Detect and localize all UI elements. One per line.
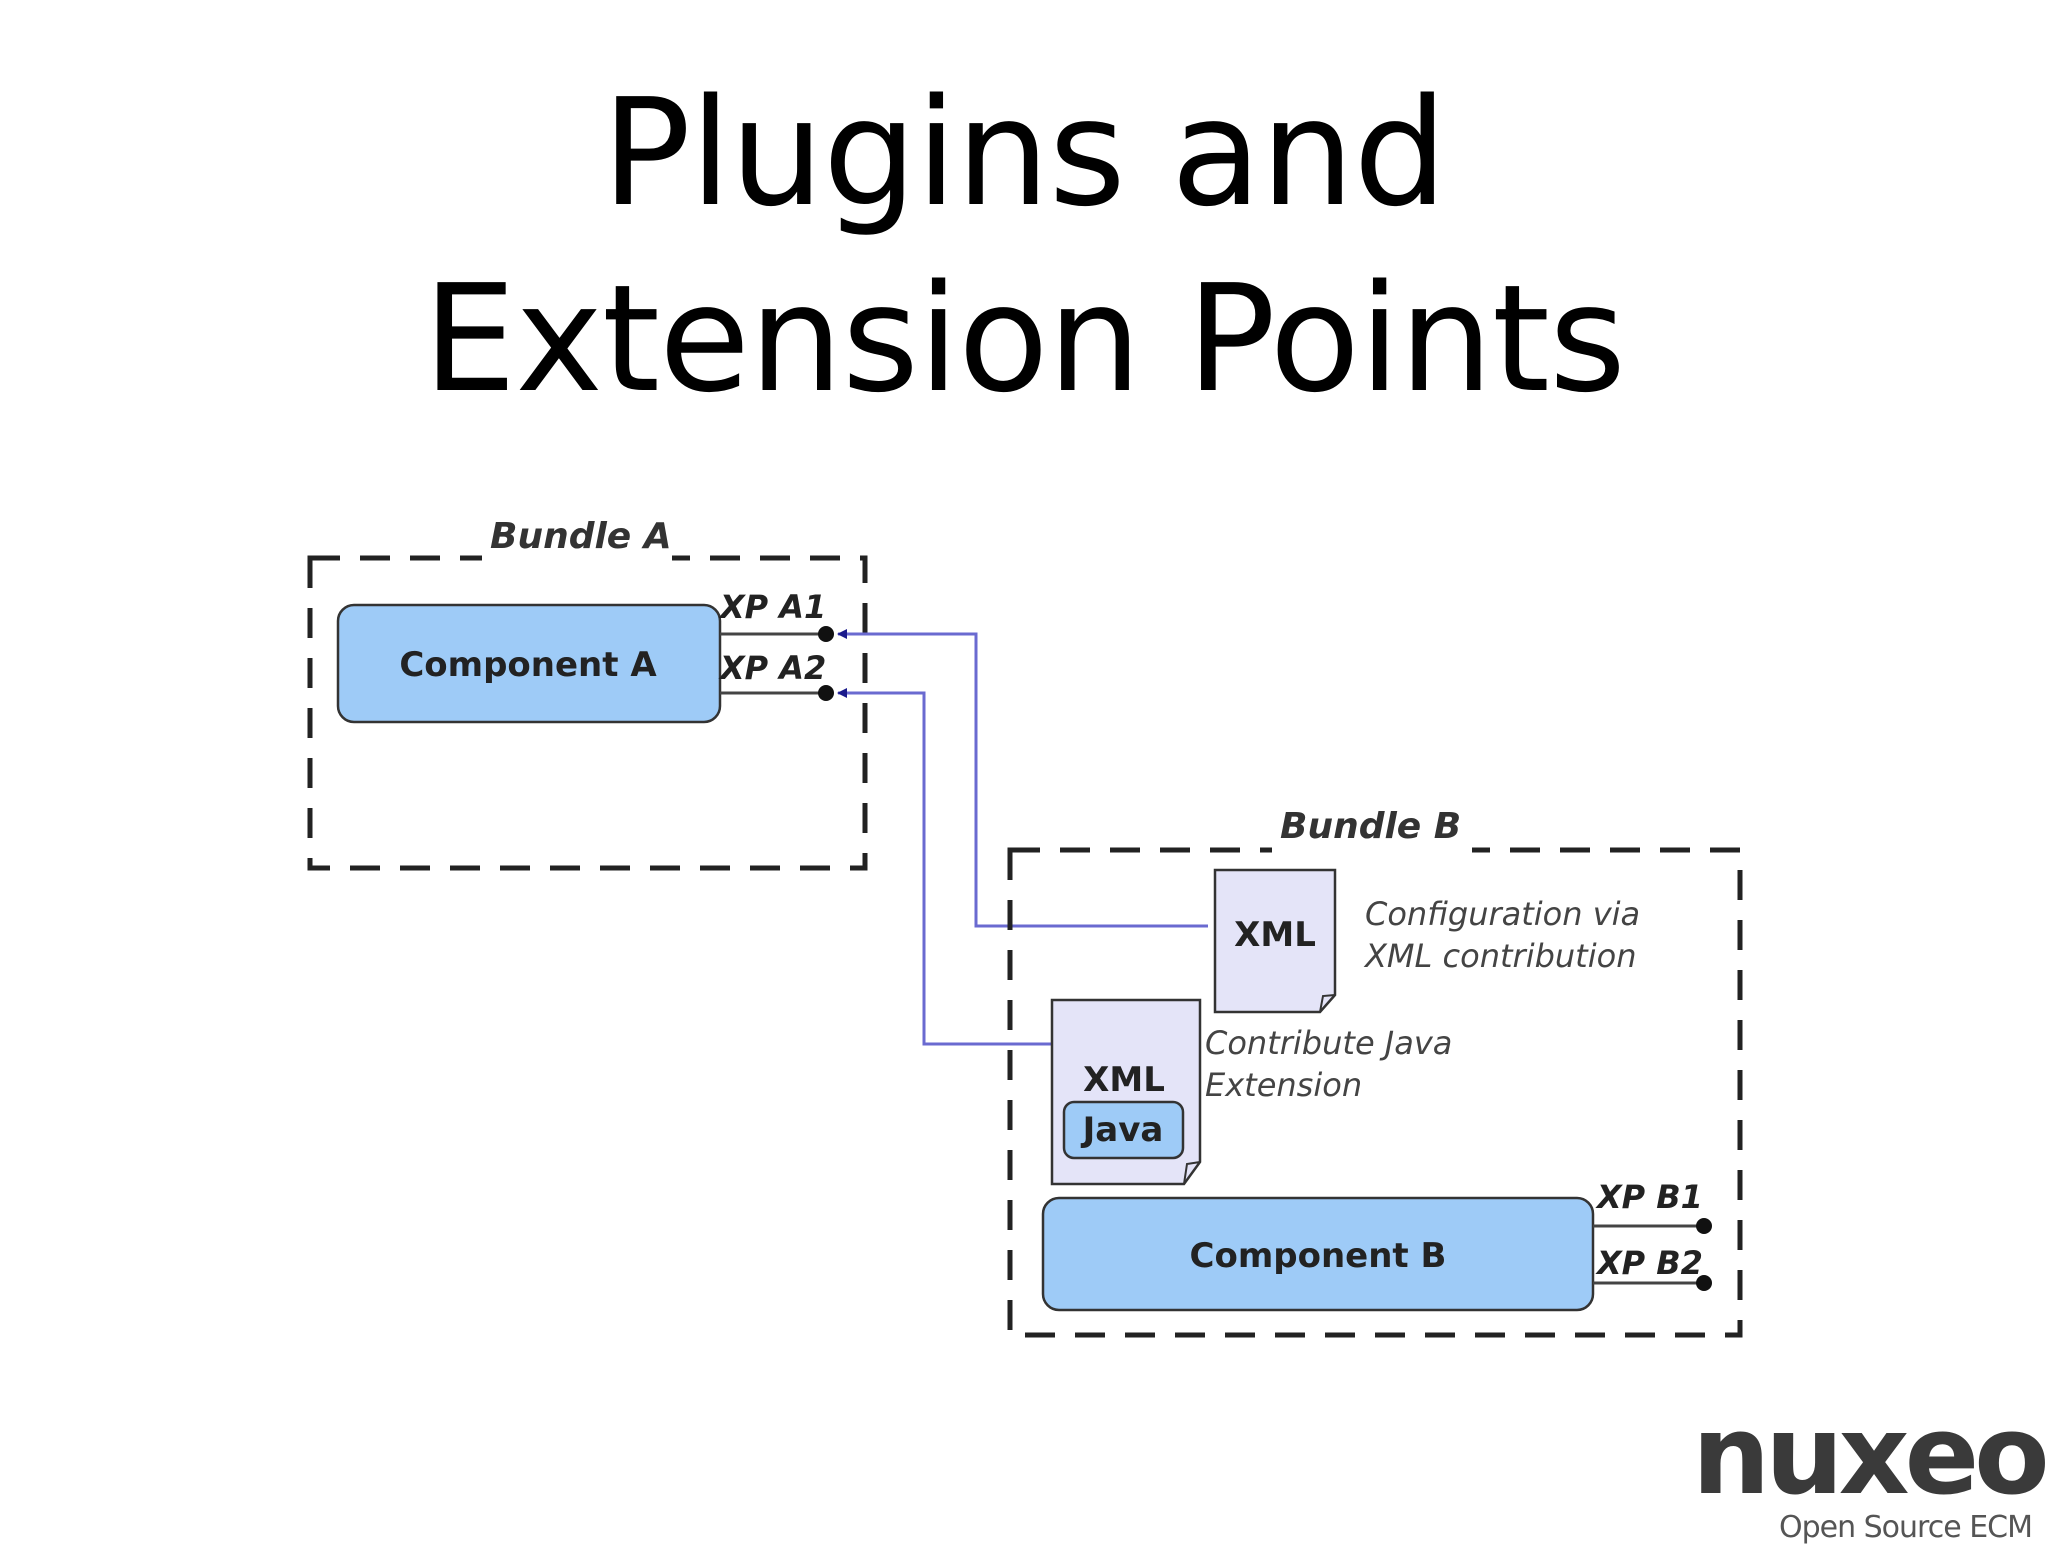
bundle-b-label: Bundle B xyxy=(1280,806,1461,847)
nuxeo-logo: nuxeo Open Source ECM xyxy=(1692,1391,2048,1546)
java-caption-line-2: Extension xyxy=(1205,1066,1362,1104)
component-a-label: Component A xyxy=(399,645,657,685)
xml-caption-line-2: XML contribution xyxy=(1363,937,1636,975)
title-line-1: Plugins and xyxy=(601,67,1448,239)
xp-a1-label: XP A1 xyxy=(718,588,826,626)
xp-b2-label: XP B2 xyxy=(1595,1244,1703,1282)
java-document-xml-label: XML xyxy=(1083,1060,1165,1100)
bundle-a-label: Bundle A xyxy=(490,516,672,557)
connector-xml-to-xp-a1 xyxy=(837,629,1208,928)
contribution-connectors xyxy=(837,629,1208,1046)
bundle-a: Bundle A Component A XP A1 XP A2 xyxy=(307,516,868,871)
connector-java-to-xp-a2 xyxy=(837,688,1066,1046)
logo-brand: nuxeo xyxy=(1692,1391,2048,1519)
java-contribution-document[interactable]: XML Java xyxy=(1050,998,1202,1186)
component-a[interactable] xyxy=(336,603,722,724)
xp-a1-socket[interactable] xyxy=(818,626,834,642)
xp-b2-socket[interactable] xyxy=(1696,1275,1712,1291)
xml-document-icon xyxy=(1213,868,1337,1014)
slide-title: Plugins and Extension Points xyxy=(0,60,2048,432)
xp-b1-label: XP B1 xyxy=(1595,1178,1703,1216)
java-badge-label: Java xyxy=(1081,1110,1164,1150)
xp-a2-label: XP A2 xyxy=(718,649,826,687)
component-b[interactable] xyxy=(1041,1196,1595,1312)
component-b-label: Component B xyxy=(1190,1236,1447,1276)
xml-caption-line-1: Configuration via xyxy=(1365,895,1640,933)
title-line-2: Extension Points xyxy=(422,253,1626,425)
xp-b1-socket[interactable] xyxy=(1696,1218,1712,1234)
xml-document-label: XML xyxy=(1234,915,1316,955)
bundle-b: Bundle B XML Configuration via XML contr… xyxy=(1007,806,1743,1338)
xp-a2-socket[interactable] xyxy=(818,685,834,701)
java-caption-line-1: Contribute Java xyxy=(1205,1024,1452,1062)
java-badge xyxy=(1062,1100,1185,1160)
xml-contribution-document[interactable]: XML xyxy=(1213,868,1337,1014)
